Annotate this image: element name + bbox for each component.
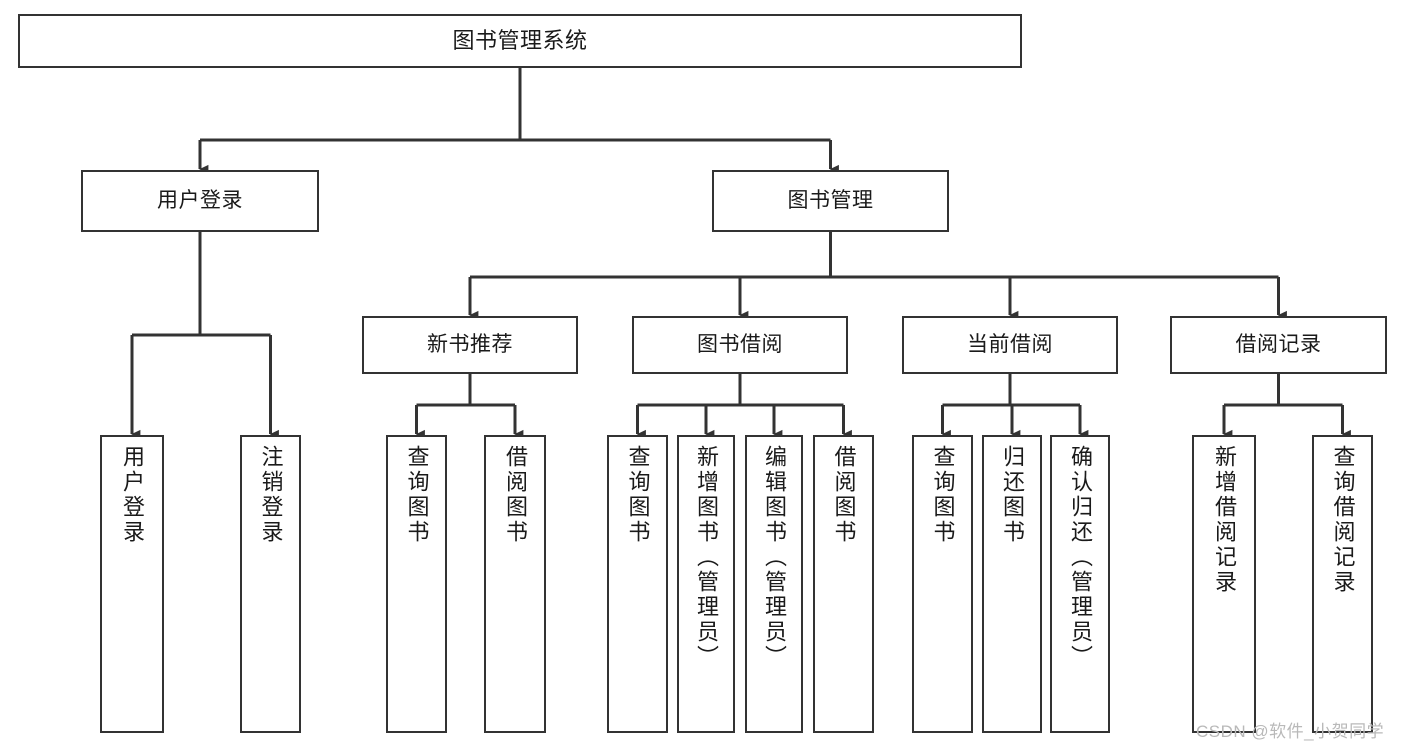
node-label: 查询图书 (404, 445, 430, 545)
node-label: 借阅图书 (831, 445, 857, 545)
node-leaf-edit-book: 编辑图书（管理员） (745, 435, 803, 733)
node-leaf-return-book: 归还图书 (982, 435, 1042, 733)
node-leaf-add-record: 新增借阅记录 (1192, 435, 1256, 733)
node-root: 图书管理系统 (18, 14, 1022, 68)
node-leaf-query-record: 查询借阅记录 (1312, 435, 1373, 733)
node-leaf-borrow-book-2: 借阅图书 (813, 435, 874, 733)
node-label: 图书管理 (787, 188, 874, 212)
node-label: 用户登录 (120, 445, 145, 545)
node-book-manage: 图书管理 (712, 170, 949, 232)
node-leaf-confirm-return: 确认归还（管理员） (1050, 435, 1110, 733)
node-label: 确认归还（管理员） (1068, 445, 1093, 670)
node-label: 新增借阅记录 (1212, 445, 1237, 595)
node-label: 编辑图书（管理员） (762, 445, 787, 670)
node-label: 查询图书 (930, 445, 956, 545)
node-leaf-logout: 注销登录 (240, 435, 301, 733)
node-label: 新增图书（管理员） (694, 445, 719, 670)
node-label: 归还图书 (1000, 445, 1025, 545)
node-leaf-query-book-3: 查询图书 (912, 435, 973, 733)
node-label: 借阅图书 (503, 445, 528, 545)
node-label: 借阅记录 (1235, 332, 1322, 356)
node-label: 查询借阅记录 (1330, 445, 1356, 595)
node-label: 查询图书 (625, 445, 651, 545)
node-label: 图书借阅 (697, 332, 783, 356)
node-leaf-user-login: 用户登录 (100, 435, 164, 733)
node-current-borrow: 当前借阅 (902, 316, 1118, 374)
node-leaf-add-book: 新增图书（管理员） (677, 435, 735, 733)
node-label: 当前借阅 (967, 332, 1053, 356)
node-label: 用户登录 (157, 188, 243, 212)
node-label: 注销登录 (258, 445, 284, 545)
node-borrow-record: 借阅记录 (1170, 316, 1387, 374)
node-leaf-borrow-book-1: 借阅图书 (484, 435, 546, 733)
node-label: 新书推荐 (427, 332, 513, 356)
node-book-borrow: 图书借阅 (632, 316, 848, 374)
node-new-book-rec: 新书推荐 (362, 316, 578, 374)
node-leaf-query-book-2: 查询图书 (607, 435, 668, 733)
node-label: 图书管理系统 (452, 28, 588, 54)
node-user-login: 用户登录 (81, 170, 319, 232)
node-leaf-query-book-1: 查询图书 (386, 435, 447, 733)
